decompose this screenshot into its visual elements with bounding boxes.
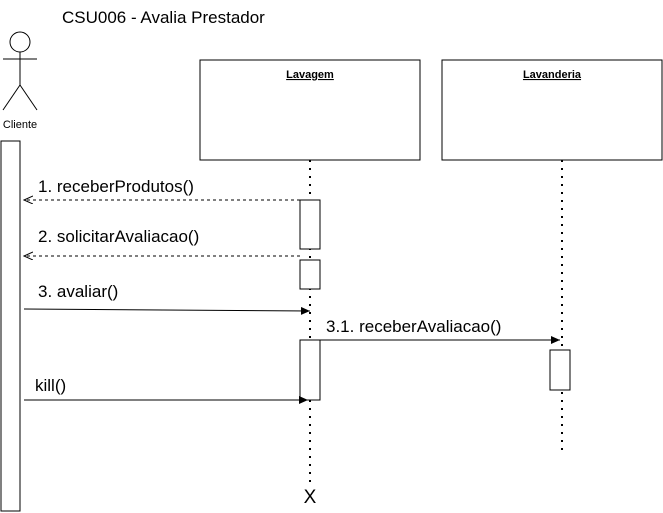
actor-head bbox=[9, 31, 31, 53]
message-3-1-label: 3.1. receberAvaliacao() bbox=[326, 317, 501, 336]
lifeline-lavanderia: Lavanderia bbox=[441, 59, 663, 452]
message-1: 1. receberProdutos() bbox=[24, 177, 300, 200]
diagram-title: CSU006 - Avalia Prestador bbox=[62, 8, 265, 27]
message-2: 2. solicitarAvaliacao() bbox=[24, 227, 300, 256]
actor-cliente: Cliente bbox=[2, 31, 38, 131]
message-kill: kill() bbox=[24, 376, 308, 404]
message-3-label: 3. avaliar() bbox=[38, 282, 118, 301]
activation-bar-lavagem-1 bbox=[299, 199, 321, 250]
actor-activation-bar bbox=[0, 140, 21, 512]
message-1-label: 1. receberProdutos() bbox=[38, 177, 194, 196]
message-2-label: 2. solicitarAvaliacao() bbox=[38, 227, 199, 246]
lifeline-lavanderia-label: Lavanderia bbox=[523, 69, 582, 81]
activation-bar-lavagem-2 bbox=[299, 259, 321, 290]
message-3: 3. avaliar() bbox=[23, 282, 311, 315]
lifeline-lavagem: Lavagem bbox=[199, 59, 421, 485]
activation-bar-lavanderia bbox=[549, 349, 571, 391]
message-3-arrow bbox=[23, 306, 311, 315]
message-kill-label: kill() bbox=[35, 376, 66, 395]
lifeline-lavagem-label: Lavagem bbox=[286, 69, 334, 81]
lifeline-lavagem-box bbox=[199, 59, 421, 161]
message-3-1: 3.1. receberAvaliacao() bbox=[320, 317, 560, 344]
activation-bar-lavagem-3 bbox=[299, 339, 321, 401]
lifeline-lavanderia-box bbox=[441, 59, 663, 161]
actor-label: Cliente bbox=[3, 119, 37, 131]
actor-right-leg bbox=[19, 84, 38, 111]
actor-left-leg bbox=[2, 84, 21, 111]
destruction-marker: X bbox=[304, 487, 317, 508]
